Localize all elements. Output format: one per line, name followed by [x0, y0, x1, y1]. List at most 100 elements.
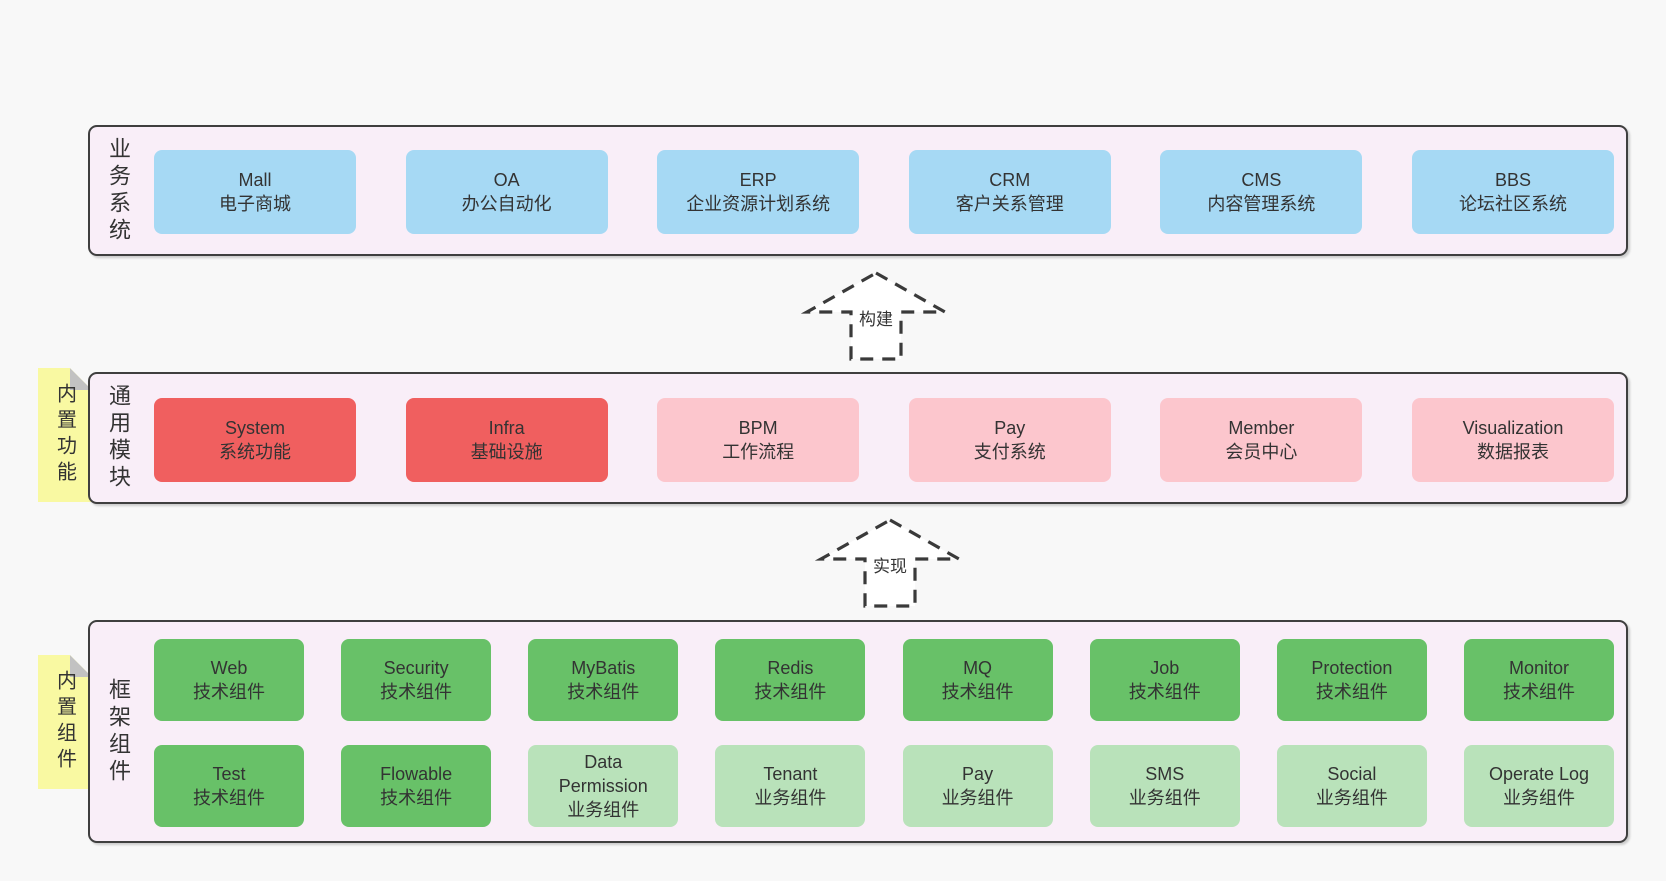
box-security: Security 技术组件: [341, 639, 492, 721]
box-title: Visualization: [1462, 418, 1564, 438]
box-test: Test 技术组件: [154, 745, 304, 827]
box-redis: Redis 技术组件: [715, 639, 866, 721]
box-crm: CRM 客户关系管理: [908, 150, 1111, 234]
box-subtitle: 基础设施: [470, 442, 543, 462]
box-mq: MQ 技术组件: [902, 639, 1053, 721]
box-title: Flowable: [380, 764, 453, 784]
box-title: MyBatis: [571, 658, 636, 678]
box-title: Job: [1150, 658, 1180, 678]
box-operate-log: Operate Log 业务组件: [1463, 745, 1614, 827]
box-subtitle: 业务组件: [567, 800, 640, 820]
box-subtitle: 工作流程: [722, 442, 795, 462]
box-bbs: BBS 论坛社区系统: [1411, 150, 1614, 234]
box-mall: Mall 电子商城: [154, 150, 356, 234]
box-title: Mall: [238, 170, 272, 190]
box-subtitle: 业务组件: [1128, 788, 1201, 808]
box-title: SMS: [1145, 764, 1185, 784]
box-subtitle: 技术组件: [193, 788, 265, 808]
box-title: Protection: [1311, 658, 1393, 678]
layer-business-systems: 业务系统 Mall 电子商城 OA 办公自动化 ERP 企业资源计划系统 CRM…: [88, 125, 1628, 256]
sticky-note-builtin-components: 内置组件: [38, 655, 92, 789]
components-box-row-1: Web 技术组件 Security 技术组件 MyBatis 技术组件 Redi…: [154, 639, 1614, 721]
box-title: CMS: [1241, 170, 1282, 190]
box-system: System 系统功能: [154, 398, 356, 482]
box-title: Web: [210, 658, 248, 678]
box-title: Test: [212, 764, 246, 784]
box-job: Job 技术组件: [1089, 639, 1240, 721]
box-title: Tenant: [763, 764, 818, 784]
box-title: Infra: [488, 418, 525, 438]
box-subtitle: 技术组件: [1502, 682, 1575, 702]
box-title: ERP: [739, 170, 777, 190]
box-cms: CMS 内容管理系统: [1160, 150, 1363, 234]
arrow-implement-label: 实现: [871, 557, 909, 577]
box-infra: Infra 基础设施: [405, 398, 608, 482]
box-member: Member 会员中心: [1160, 398, 1363, 482]
business-box-row: Mall 电子商城 OA 办公自动化 ERP 企业资源计划系统 CRM 客户关系…: [154, 150, 1614, 234]
sticky-note-builtin-features: 内置功能: [38, 368, 92, 502]
box-visualization: Visualization 数据报表: [1411, 398, 1614, 482]
box-subtitle: 业务组件: [941, 788, 1014, 808]
box-social: Social 业务组件: [1276, 745, 1427, 827]
box-subtitle: 系统功能: [219, 442, 291, 462]
components-box-row-2: Test 技术组件 Flowable 技术组件 Data Permission …: [154, 745, 1614, 827]
box-title: Operate Log: [1488, 764, 1590, 784]
box-pay-component: Pay 业务组件: [902, 745, 1053, 827]
box-title: Security: [383, 658, 449, 678]
sticky-note-label: 内置功能: [53, 383, 76, 487]
layer-common-modules: 通用模块 System 系统功能 Infra 基础设施 BPM 工作流程 Pay…: [88, 372, 1628, 504]
box-title: BBS: [1494, 170, 1531, 190]
box-subtitle: 技术组件: [941, 682, 1014, 702]
layer-business-label: 业务系统: [106, 136, 131, 245]
box-subtitle: 企业资源计划系统: [686, 194, 831, 214]
box-title: OA: [493, 170, 520, 190]
layer-components-label: 框架组件: [106, 677, 131, 786]
box-flowable: Flowable 技术组件: [341, 745, 492, 827]
box-subtitle: 会员中心: [1225, 442, 1298, 462]
box-title: CRM: [989, 170, 1031, 190]
box-data-permission: Data Permission 业务组件: [528, 745, 679, 827]
box-title: System: [224, 418, 285, 438]
box-title: Pay: [994, 418, 1026, 438]
box-pay-system: Pay 支付系统: [908, 398, 1111, 482]
arrow-up-implement: 实现: [815, 517, 965, 609]
box-subtitle: 数据报表: [1476, 442, 1549, 462]
sticky-note-label: 内置组件: [53, 670, 76, 774]
box-subtitle: 支付系统: [973, 442, 1046, 462]
box-title: Data Permission: [558, 752, 648, 796]
box-subtitle: 办公自动化: [461, 194, 552, 214]
box-subtitle: 业务组件: [1315, 788, 1388, 808]
box-tenant: Tenant 业务组件: [715, 745, 866, 827]
arrow-up-build: 构建: [801, 270, 951, 362]
box-erp: ERP 企业资源计划系统: [657, 150, 860, 234]
box-protection: Protection 技术组件: [1276, 639, 1427, 721]
box-title: Pay: [962, 764, 994, 784]
box-title: MQ: [963, 658, 993, 678]
box-web: Web 技术组件: [154, 639, 304, 721]
box-title: Monitor: [1508, 658, 1569, 678]
arrow-build-label: 构建: [857, 310, 895, 330]
box-subtitle: 技术组件: [380, 682, 453, 702]
modules-box-row: System 系统功能 Infra 基础设施 BPM 工作流程 Pay 支付系统…: [154, 398, 1614, 482]
box-subtitle: 电子商城: [219, 194, 291, 214]
box-title: Redis: [767, 658, 814, 678]
box-title: Social: [1327, 764, 1377, 784]
box-subtitle: 技术组件: [1128, 682, 1201, 702]
box-subtitle: 技术组件: [567, 682, 640, 702]
box-oa: OA 办公自动化: [405, 150, 608, 234]
box-subtitle: 技术组件: [380, 788, 453, 808]
box-subtitle: 技术组件: [1315, 682, 1388, 702]
box-title: Member: [1228, 418, 1295, 438]
box-bpm: BPM 工作流程: [657, 398, 860, 482]
layer-framework-components: 框架组件 Web 技术组件 Security 技术组件 MyBatis 技术组件…: [88, 620, 1628, 843]
layer-modules-label: 通用模块: [106, 384, 131, 492]
box-monitor: Monitor 技术组件: [1463, 639, 1614, 721]
box-subtitle: 客户关系管理: [955, 194, 1064, 214]
box-subtitle: 业务组件: [754, 788, 827, 808]
box-title: BPM: [738, 418, 778, 438]
box-subtitle: 业务组件: [1502, 788, 1575, 808]
box-mybatis: MyBatis 技术组件: [528, 639, 679, 721]
box-subtitle: 技术组件: [754, 682, 827, 702]
box-subtitle: 论坛社区系统: [1458, 194, 1567, 214]
